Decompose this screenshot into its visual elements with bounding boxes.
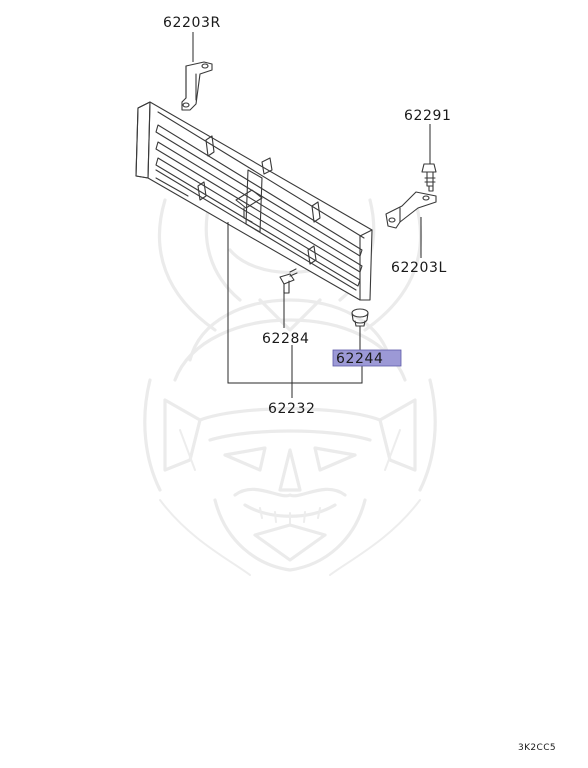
label-62232[interactable]: 62232 — [268, 401, 316, 417]
highlight-box — [332, 349, 402, 367]
bracket-left-part — [385, 191, 437, 229]
grille-part — [135, 101, 373, 301]
label-62203R[interactable]: 62203R — [163, 15, 221, 31]
screw-part — [279, 268, 298, 294]
label-62203L[interactable]: 62203L — [391, 260, 447, 276]
leader-lines — [192, 32, 431, 398]
label-62291[interactable]: 62291 — [404, 108, 452, 124]
bracket-right-part — [181, 61, 213, 111]
reference-code: 3K2CC5 — [518, 743, 556, 753]
bolt-part — [421, 163, 437, 192]
label-62244[interactable]: 62244 — [336, 351, 384, 367]
label-62284[interactable]: 62284 — [262, 331, 310, 347]
samurai-logo-watermark — [143, 198, 437, 576]
